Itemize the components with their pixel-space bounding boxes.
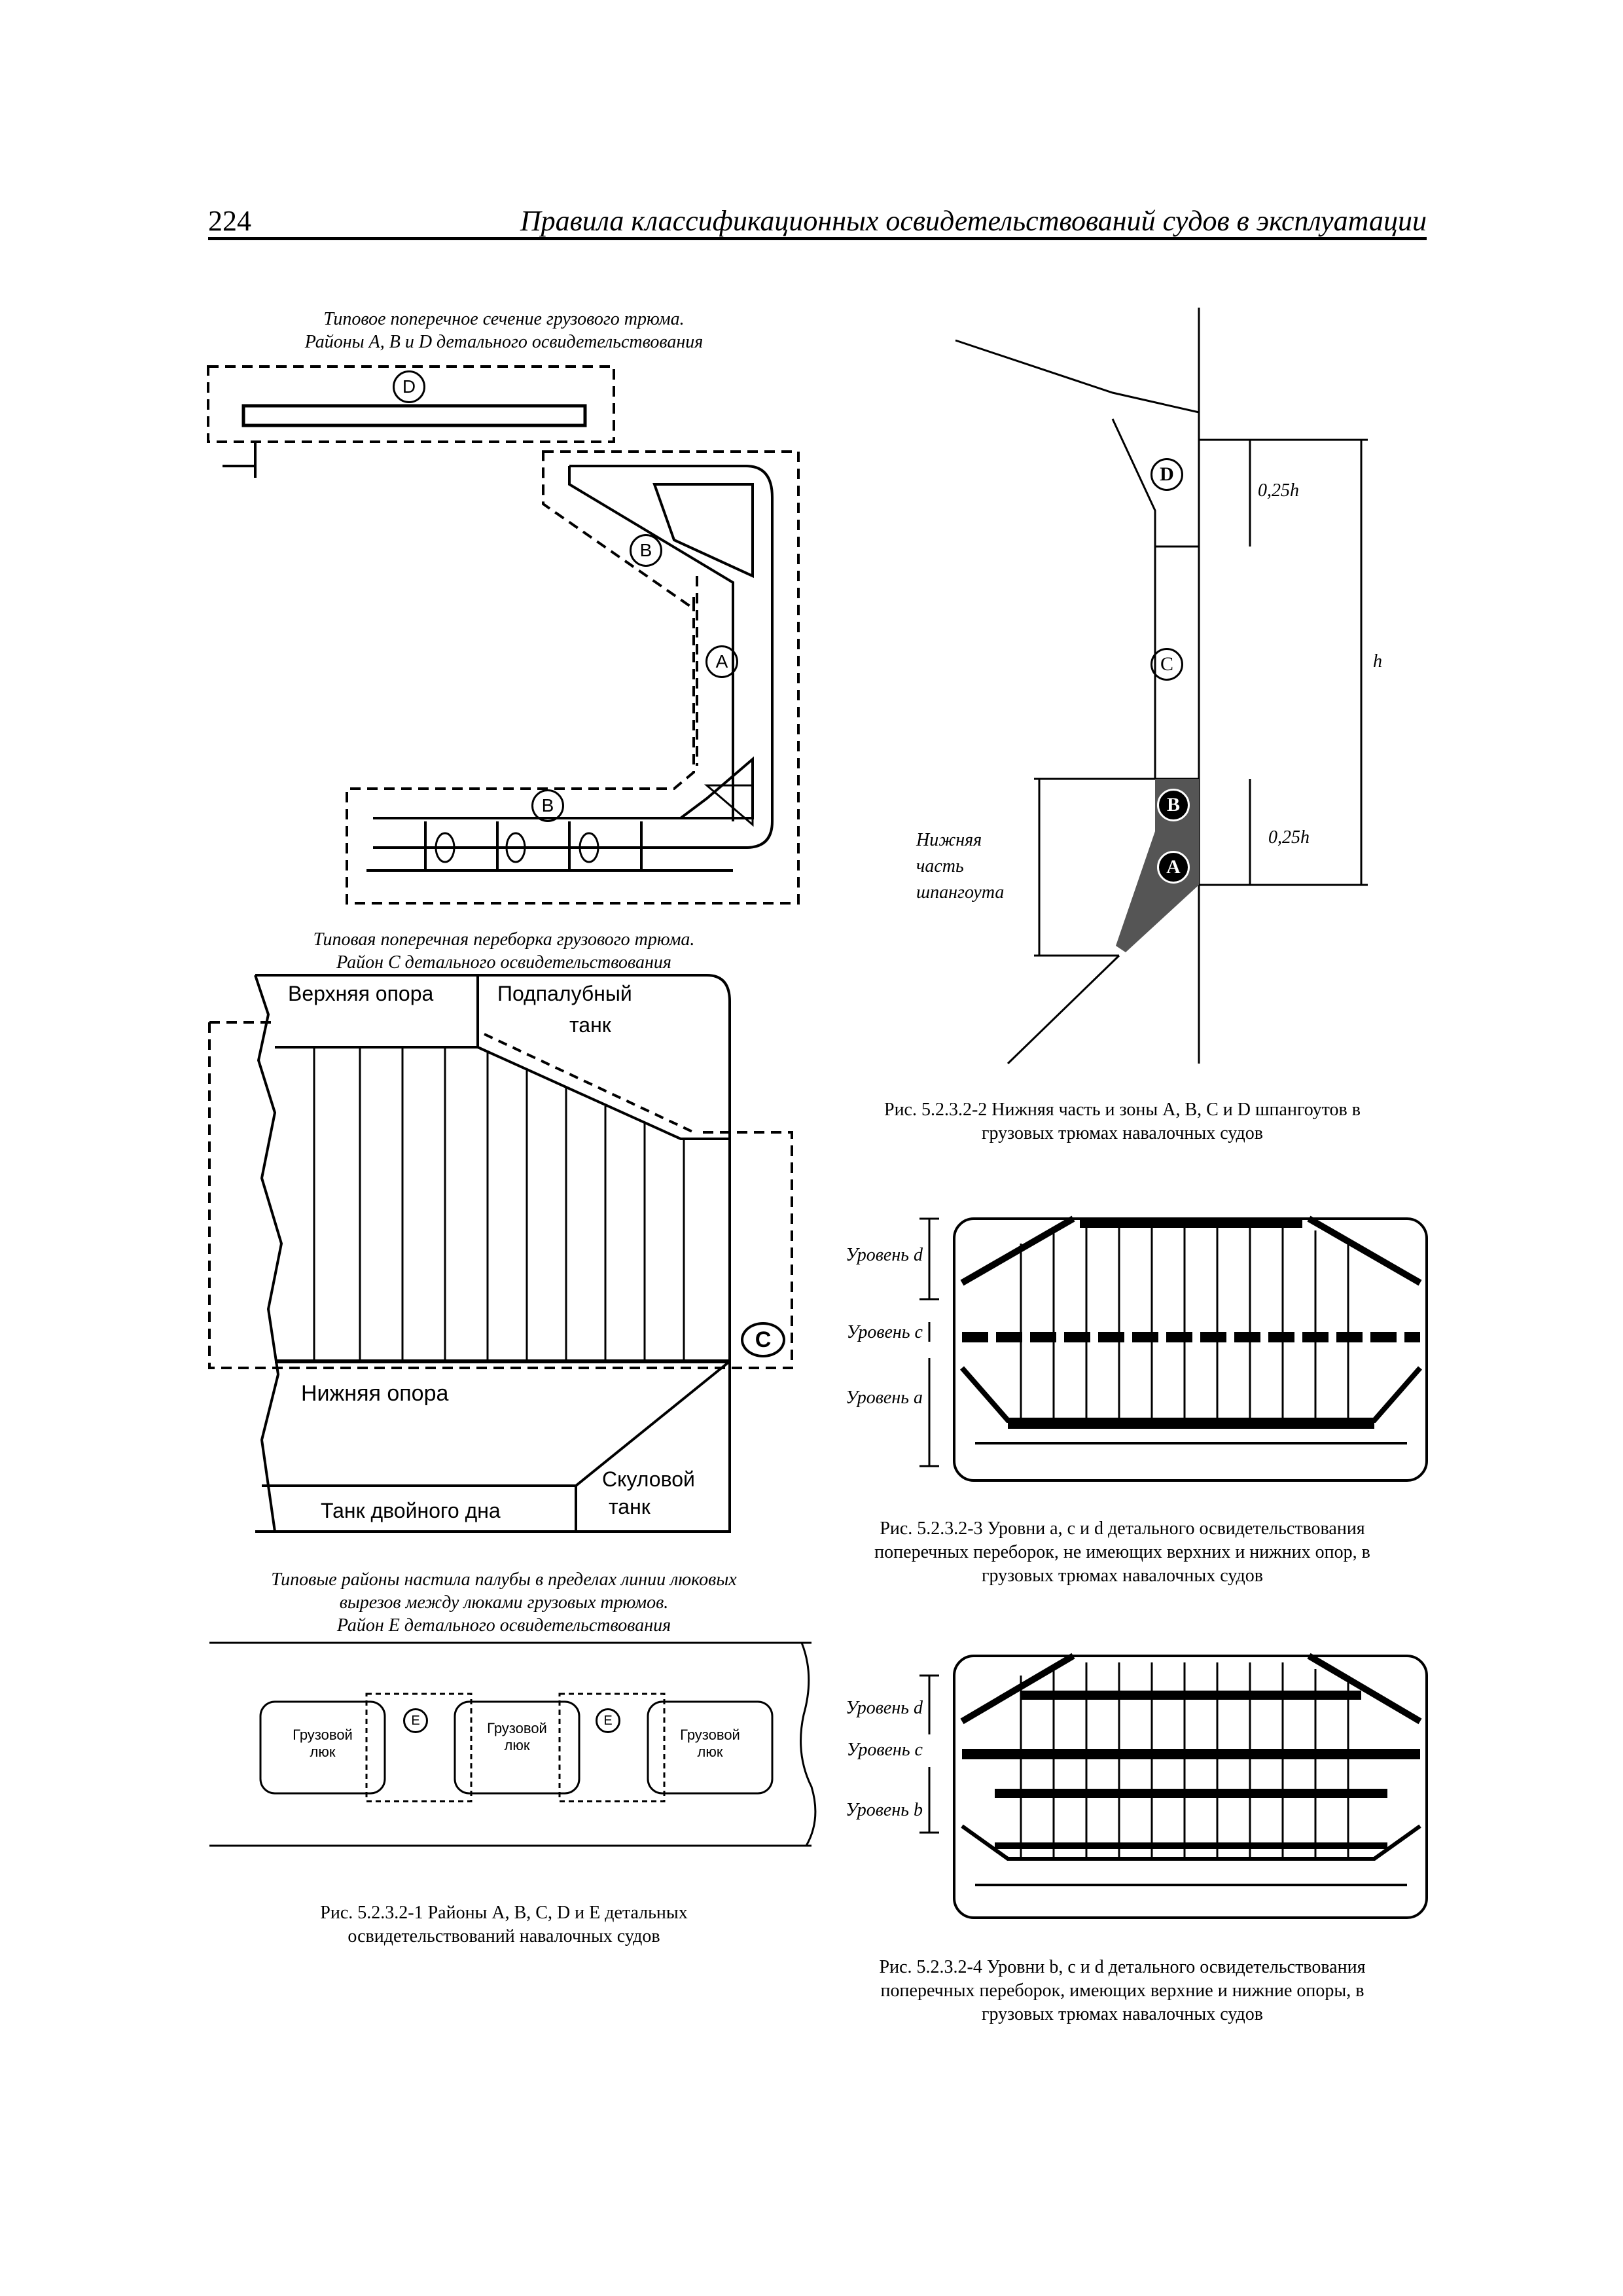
deck-caption-line-3: Район E детального освидетельствования — [336, 1615, 671, 1636]
topside-dashed — [484, 1033, 694, 1134]
header-rule — [208, 237, 1427, 240]
hopper-tank-label-1: Скуловой — [602, 1467, 695, 1491]
bulkhead-caption-line-1: Типовая поперечная переборка грузового т… — [313, 929, 695, 950]
fig4-hold-outline — [953, 1655, 1428, 1919]
frame-web — [1111, 418, 1156, 779]
fig3-level-d: Уровень d — [846, 1245, 923, 1265]
fig3-caption-line-3: грузовых трюмах навалочных судов — [982, 1566, 1263, 1586]
deck-caption-line-1: Типовые районы настила палубы в пределах… — [271, 1570, 737, 1590]
fig4-level-b: Уровень b — [846, 1800, 923, 1820]
fig3-level-a: Уровень a — [846, 1388, 923, 1408]
dim-h: h — [1373, 651, 1382, 672]
topside-tank-label-2: танк — [569, 1013, 611, 1037]
running-title: Правила классификационных освидетельство… — [520, 205, 1427, 237]
dim-top-025h: 0,25h — [1258, 480, 1299, 501]
hull-outline — [373, 465, 774, 849]
double-bottom-label: Танк двойного дна — [321, 1499, 501, 1522]
fig2-caption: Рис. 5.2.3.2-2 Нижняя часть и зоны A, B,… — [818, 1098, 1427, 1145]
fig1-caption-line-1: Рис. 5.2.3.2-1 Районы A, B, C, D и E дет… — [320, 1903, 688, 1923]
fig3-caption-line-1: Рис. 5.2.3.2-3 Уровни a, c и d детальног… — [880, 1518, 1365, 1539]
fig4-caption-line-1: Рис. 5.2.3.2-4 Уровни b, c и d детальног… — [879, 1957, 1366, 1977]
inner-hull — [568, 466, 734, 821]
fig2-zone-a: A — [1157, 851, 1190, 884]
fig3-caption: Рис. 5.2.3.2-3 Уровни a, c и d детальног… — [818, 1517, 1427, 1588]
zone-b-a-outline — [346, 450, 800, 905]
dim-bottom-025h: 0,25h — [1268, 827, 1310, 848]
lower-stool-label: Нижняя опора — [301, 1381, 449, 1406]
zone-b-upper-marker: B — [630, 534, 662, 567]
zone-e-marker-1: E — [403, 1708, 428, 1733]
fig2-zone-d: D — [1150, 458, 1183, 491]
fig4-level-c: Уровень c — [846, 1740, 923, 1760]
hopper-tank-label-2: танк — [609, 1495, 651, 1518]
page-number: 224 — [208, 205, 251, 237]
fig4-topside-slopes — [960, 1653, 1422, 1725]
bulkhead-outline — [255, 974, 731, 1533]
fig4-hopper-slopes — [961, 1824, 1421, 1861]
hatch-coaming — [241, 404, 587, 427]
fig3-caption-line-2: поперечных переборок, не имеющих верхних… — [874, 1542, 1370, 1562]
hopper-slope — [575, 1360, 731, 1487]
fig4-caption-line-3: грузовых трюмах навалочных судов — [982, 2004, 1263, 2024]
section-caption-line-1: Типовое поперечное сечение грузового трю… — [323, 309, 685, 329]
deck-caption-line-2: вырезов между люками грузовых трюмов. — [339, 1592, 669, 1613]
topside-slope — [955, 339, 1200, 414]
fig1-caption: Рис. 5.2.3.2-1 Районы A, B, C, D и E дет… — [209, 1901, 798, 1948]
zone-a-marker: A — [705, 645, 738, 678]
fig3-hold-outline — [953, 1217, 1428, 1482]
lower-part-label: Нижняя часть шпангоута — [916, 830, 1005, 903]
topside-tank-slope — [477, 1046, 730, 1140]
fig4-level-d: Уровень d — [846, 1698, 923, 1718]
break-line — [254, 975, 283, 1532]
zone-c-marker: C — [741, 1322, 785, 1357]
bulkhead-caption-line-2: Район C детального освидетельствования — [336, 952, 671, 973]
fig2-caption-line-2: грузовых трюмах навалочных судов — [982, 1123, 1263, 1143]
topside-tank-cutout — [652, 483, 754, 579]
deck-caption: Типовые районы настила палубы в пределах… — [209, 1568, 798, 1637]
zone-c-outline — [208, 1021, 793, 1369]
bulkhead-caption: Типовая поперечная переборка грузового т… — [209, 928, 798, 974]
fig4-caption-line-2: поперечных переборок, имеющих верхние и … — [880, 1981, 1364, 2001]
fig3-topside-slopes — [960, 1215, 1422, 1286]
zone-e-marker-2: E — [596, 1708, 620, 1733]
fig4-caption: Рис. 5.2.3.2-4 Уровни b, c и d детальног… — [818, 1956, 1427, 2026]
zone-d-marker: D — [393, 370, 425, 403]
topside-tank-label-1: Подпалубный — [497, 982, 632, 1005]
upper-stool-label: Верхняя опора — [288, 982, 434, 1005]
zone-b-lower-marker: B — [531, 789, 564, 822]
fig2-zone-b: B — [1157, 789, 1190, 821]
hopper-line — [1007, 954, 1120, 1065]
fig1-caption-line-2: освидетельствований навалочных судов — [348, 1926, 660, 1946]
fig2-caption-line-1: Рис. 5.2.3.2-2 Нижняя часть и зоны A, B,… — [884, 1100, 1361, 1120]
zone-d-outline — [207, 365, 615, 443]
section-caption-line-2: Районы A, B и D детального освидетельств… — [304, 332, 704, 352]
hopper-tank — [677, 756, 754, 819]
section-caption: Типовое поперечное сечение грузового трю… — [209, 308, 798, 353]
fig3-level-c: Уровень c — [846, 1322, 923, 1342]
fig2-zone-c: C — [1150, 648, 1183, 681]
